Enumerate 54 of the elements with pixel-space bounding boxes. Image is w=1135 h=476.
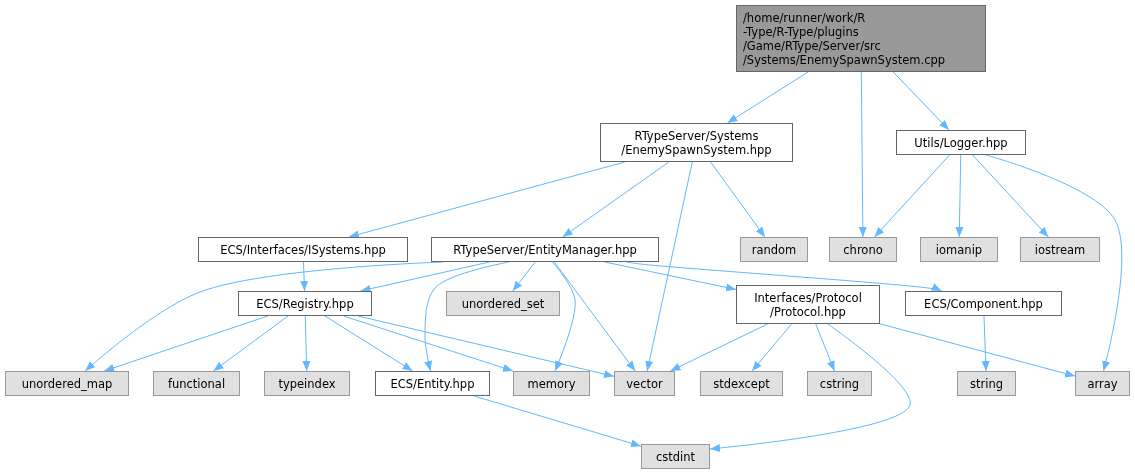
- arrow: [300, 261, 309, 292]
- arrow: [645, 161, 693, 372]
- arrow: [981, 315, 990, 372]
- header-file-box: Utils/Logger.hpp: [896, 130, 1026, 155]
- library-header-box: iostream: [1020, 237, 1100, 262]
- arrow: [512, 261, 536, 292]
- library-header-box: unordered_set: [446, 291, 560, 316]
- arrow: [858, 71, 867, 238]
- arrow: [985, 154, 1123, 372]
- library-header-box: cstring: [807, 371, 872, 396]
- arrow: [726, 71, 809, 124]
- arrow: [360, 261, 490, 293]
- arrow: [348, 161, 626, 239]
- arrow: [103, 315, 269, 372]
- arrow: [212, 315, 289, 372]
- library-header-box: array: [1075, 371, 1130, 396]
- arrow: [324, 315, 414, 372]
- header-file-box: RTypeServer/Systems /EnemySpawnSystem.hpp: [600, 123, 793, 162]
- library-header-box: memory: [513, 371, 590, 396]
- arrow: [357, 315, 615, 378]
- arrow: [892, 71, 950, 131]
- library-header-box: unordered_map: [5, 371, 129, 396]
- arrow: [710, 161, 766, 238]
- header-file-box: ECS/Component.hpp: [905, 291, 1062, 316]
- header-file-box: Interfaces/Protocol /Protocol.hpp: [736, 285, 880, 324]
- arrow: [604, 261, 737, 292]
- source-file-box: /home/runner/work/R -Type/R-Type/plugins /Game/RType/Server/src /Systems/EnemySpawnSystem.cpp: [736, 5, 986, 72]
- library-header-box: string: [957, 371, 1016, 396]
- arrow: [553, 261, 636, 372]
- header-file-box: RTypeServer/EntityManager.hpp: [431, 237, 659, 262]
- arrow: [972, 154, 1049, 238]
- library-header-box: cstdint: [641, 444, 710, 469]
- arrow: [669, 323, 769, 372]
- arrow: [709, 323, 911, 452]
- arrow: [751, 323, 793, 372]
- arrow: [873, 154, 951, 238]
- header-file-box: ECS/Entity.hpp: [375, 371, 490, 396]
- arrow: [955, 154, 964, 238]
- library-header-box: iomanip: [920, 237, 998, 262]
- header-file-box: ECS/Interfaces/ISystems.hpp: [198, 237, 408, 262]
- library-header-box: random: [740, 237, 808, 262]
- arrow: [302, 315, 311, 372]
- arrow: [473, 395, 642, 448]
- arrow: [879, 323, 1076, 378]
- library-header-box: functional: [153, 371, 240, 396]
- arrow: [815, 323, 835, 372]
- arrow: [551, 261, 576, 372]
- library-header-box: stdexcept: [700, 371, 783, 396]
- arrow: [343, 315, 514, 372]
- header-file-box: ECS/Registry.hpp: [238, 291, 372, 316]
- library-header-box: chrono: [829, 237, 897, 262]
- arrow: [562, 161, 670, 238]
- library-header-box: vector: [614, 371, 675, 396]
- library-header-box: typeindex: [264, 371, 350, 396]
